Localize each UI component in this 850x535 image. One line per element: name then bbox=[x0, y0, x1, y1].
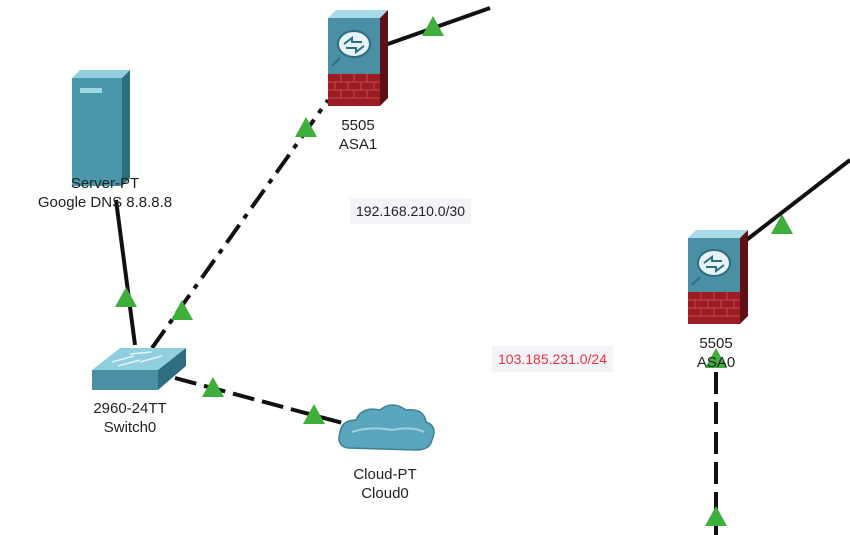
link-up-indicator bbox=[295, 117, 317, 137]
link-up-indicator bbox=[171, 300, 193, 320]
server-model: Server-PT bbox=[70, 175, 140, 192]
switch-model: 2960-24TT bbox=[93, 400, 167, 417]
link-up-indicator bbox=[705, 506, 727, 526]
asa1-name: ASA1 bbox=[338, 136, 378, 153]
cloud-label: Cloud-PT Cloud0 bbox=[330, 465, 440, 503]
firewall-icon[interactable] bbox=[328, 10, 388, 106]
link-up-indicator bbox=[771, 214, 793, 234]
link-up-indicator bbox=[115, 287, 137, 307]
link-server-switch[interactable] bbox=[114, 199, 137, 346]
asa1-label: 5505 ASA1 bbox=[308, 116, 408, 154]
firewall-icon[interactable] bbox=[688, 230, 748, 324]
asa0-name: ASA0 bbox=[696, 354, 736, 371]
switch-label: 2960-24TT Switch0 bbox=[70, 399, 190, 437]
link-switch-cloud[interactable] bbox=[174, 376, 351, 427]
link-up-indicator bbox=[705, 348, 727, 368]
link-up-indicator bbox=[303, 404, 325, 424]
switch-icon[interactable] bbox=[92, 348, 186, 390]
asa1-model: 5505 bbox=[341, 117, 375, 134]
server-label: Server-PT Google DNS 8.8.8.8 bbox=[5, 174, 205, 212]
subnet-note-inside[interactable]: 192.168.210.0/30 bbox=[350, 198, 471, 224]
link-up-indicator bbox=[202, 377, 224, 397]
asa0-label: 5505 ASA0 bbox=[666, 334, 766, 372]
subnet-note-outside[interactable]: 103.185.231.0/24 bbox=[492, 346, 613, 372]
link-asa0-uplink[interactable] bbox=[738, 158, 850, 247]
server-name: Google DNS 8.8.8.8 bbox=[37, 194, 173, 211]
asa0-model: 5505 bbox=[699, 335, 733, 352]
cloud-model: Cloud-PT bbox=[353, 466, 417, 483]
cloud-icon[interactable] bbox=[338, 404, 435, 451]
cloud-name: Cloud0 bbox=[361, 485, 409, 502]
link-up-indicator bbox=[422, 16, 444, 36]
switch-name: Switch0 bbox=[103, 419, 157, 436]
server-icon[interactable] bbox=[72, 70, 130, 186]
link-indicators bbox=[115, 16, 793, 526]
